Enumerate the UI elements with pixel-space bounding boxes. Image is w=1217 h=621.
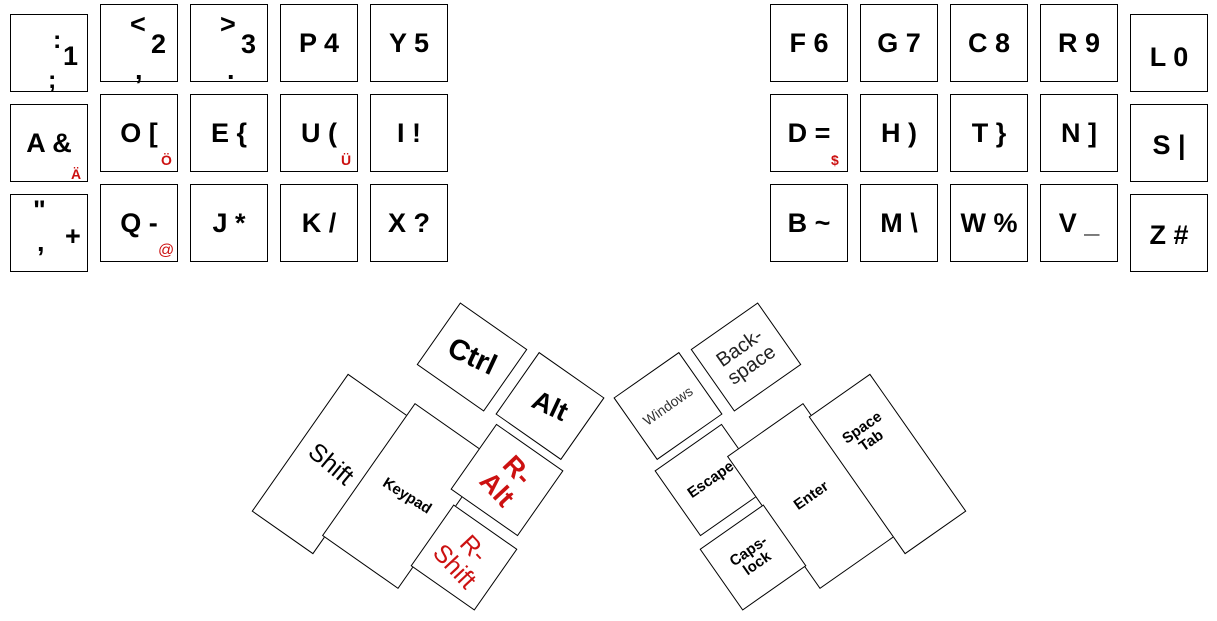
key-b-tilde[interactable]: B ~	[770, 184, 848, 262]
key-colon-top: :	[53, 26, 62, 54]
thumb-escape-label: Escape	[684, 457, 738, 502]
key-j-label: J *	[212, 208, 246, 238]
key-z-hash[interactable]: Z #	[1130, 194, 1208, 272]
thumb-enter-label: Enter	[790, 477, 832, 514]
key-less-top: <	[130, 9, 146, 39]
key-greater-3[interactable]: > 3 .	[190, 4, 268, 85]
key-w-label: W %	[960, 208, 1018, 238]
key-l-label: L 0	[1149, 42, 1189, 72]
key-k-slash[interactable]: K /	[280, 184, 358, 262]
key-g-label: G 7	[877, 28, 921, 58]
key-p-4[interactable]: P 4	[280, 4, 358, 82]
key-e-brace[interactable]: E {	[190, 94, 268, 172]
key-w-percent[interactable]: W %	[950, 184, 1028, 262]
thumb-alt-label: Alt	[527, 384, 573, 428]
key-a-amp[interactable]: A & Ä	[10, 104, 88, 182]
key-d-label: D =	[787, 118, 831, 148]
key-greater-bottom: .	[227, 55, 235, 85]
key-s-label: S |	[1152, 130, 1186, 160]
key-h-label: H )	[881, 118, 917, 148]
key-z-label: Z #	[1149, 220, 1189, 250]
key-quote-plus[interactable]: " , +	[10, 194, 88, 272]
key-greater-top: >	[220, 9, 236, 39]
key-m-backslash[interactable]: M \	[860, 184, 938, 262]
thumb-ctrl-label: Ctrl	[442, 331, 502, 382]
key-t-brace[interactable]: T }	[950, 94, 1028, 172]
key-quote-top: "	[33, 195, 46, 225]
key-h-paren[interactable]: H )	[860, 94, 938, 172]
key-u-label: U (	[301, 118, 337, 148]
key-m-label: M \	[880, 208, 918, 238]
key-i-excl[interactable]: I !	[370, 94, 448, 172]
key-g-7[interactable]: G 7	[860, 4, 938, 82]
key-u-paren[interactable]: U ( Ü	[280, 94, 358, 172]
key-less-main: 2	[151, 29, 167, 59]
key-colon-main: 1	[63, 41, 79, 71]
thumb-space-tab-label: Space Tab	[839, 408, 894, 460]
key-s-pipe[interactable]: S |	[1130, 104, 1208, 182]
key-t-label: T }	[971, 118, 1007, 148]
key-a-alt: Ä	[71, 166, 82, 182]
key-d-alt: $	[831, 152, 839, 168]
key-q-alt: @	[158, 242, 175, 259]
key-p-label: P 4	[298, 28, 340, 58]
key-d-equals[interactable]: D = $	[770, 94, 848, 172]
key-k-label: K /	[301, 208, 337, 238]
key-e-label: E {	[210, 118, 248, 148]
key-x-label: X ?	[387, 208, 430, 238]
key-y-label: Y 5	[388, 28, 430, 58]
key-r-9[interactable]: R 9	[1040, 4, 1118, 82]
thumb-capslock-label: Caps- lock	[726, 532, 779, 583]
thumb-shift-label: Shift	[302, 437, 359, 491]
key-n-bracket[interactable]: N ]	[1040, 94, 1118, 172]
key-less-2[interactable]: < 2 ,	[100, 4, 178, 85]
key-q-label: Q -	[120, 208, 158, 238]
key-r-label: R 9	[1057, 28, 1101, 58]
thumb-windows-label: Windows	[639, 382, 696, 429]
key-v-label: V _	[1058, 208, 1100, 238]
key-colon-bottom: ;	[48, 66, 57, 94]
key-i-label: I !	[397, 118, 421, 148]
key-u-alt: Ü	[341, 152, 352, 168]
key-q-minus[interactable]: Q - @	[100, 184, 178, 262]
key-less-bottom: ,	[135, 55, 143, 85]
key-quote-bottom: ,	[37, 227, 45, 257]
thumb-r-shift-label: R- Shift	[427, 521, 501, 594]
key-x-question[interactable]: X ?	[370, 184, 448, 262]
key-o-alt: Ö	[161, 152, 172, 168]
thumb-backspace-label: Back- space	[712, 324, 779, 389]
key-y-5[interactable]: Y 5	[370, 4, 448, 82]
key-o-bracket[interactable]: O [ Ö	[100, 94, 178, 172]
key-c-label: C 8	[967, 28, 1011, 58]
key-greater-main: 3	[241, 29, 257, 59]
key-b-label: B ~	[787, 208, 831, 238]
thumb-r-alt-label: R- Alt	[474, 448, 540, 513]
key-f-6[interactable]: F 6	[770, 4, 848, 82]
key-a-label: A &	[26, 128, 72, 158]
key-o-label: O [	[120, 118, 158, 148]
thumb-keypad-label: Keypad	[379, 474, 435, 518]
key-l-0[interactable]: L 0	[1130, 14, 1208, 92]
key-quote-main: +	[65, 221, 81, 251]
key-v-underscore[interactable]: V _	[1040, 184, 1118, 262]
key-c-8[interactable]: C 8	[950, 4, 1028, 82]
key-j-star[interactable]: J *	[190, 184, 268, 262]
key-n-label: N ]	[1061, 118, 1097, 148]
key-f-label: F 6	[789, 28, 829, 58]
key-colon-1[interactable]: : 1 ;	[10, 14, 88, 94]
